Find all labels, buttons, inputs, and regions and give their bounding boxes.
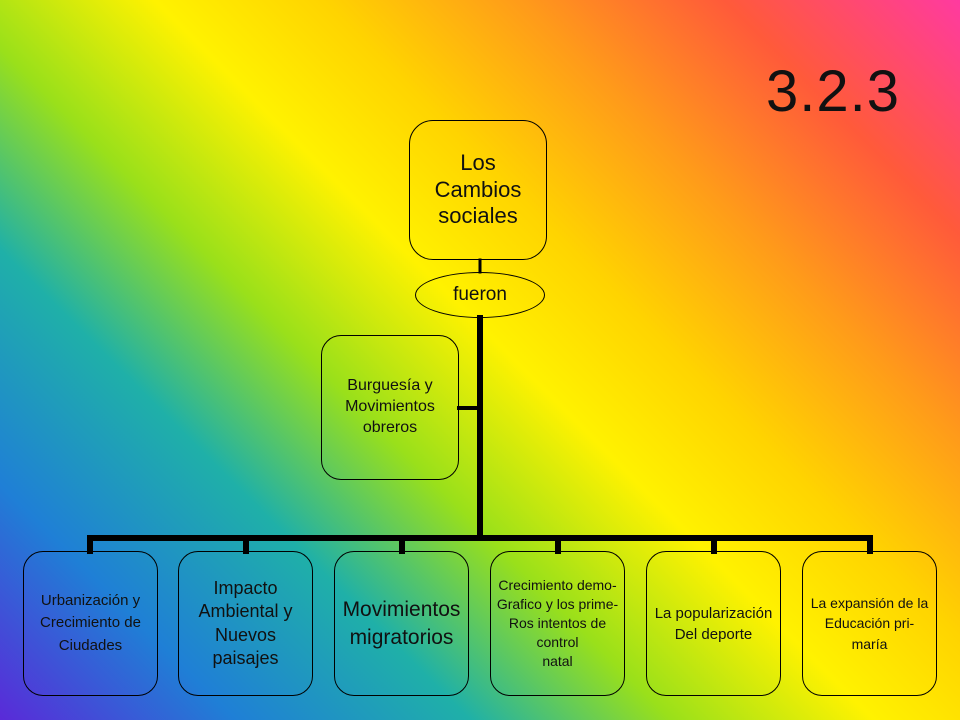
root-node[interactable]: Los Cambios sociales xyxy=(409,120,547,260)
root-node-label: Los Cambios sociales xyxy=(434,150,522,229)
connector-ellipse[interactable]: fueron xyxy=(415,272,545,318)
child-node-urbanizacion[interactable]: Urbanización y Crecimiento de Ciudades xyxy=(23,551,158,696)
side-node-label: Burguesía y Movimientos obreros xyxy=(345,377,435,436)
child-node-label: Crecimiento demo- Grafico y los prime- R… xyxy=(496,577,619,669)
child-node-impacto-ambiental[interactable]: Impacto Ambiental y Nuevos paisajes xyxy=(178,551,313,696)
child-node-movimientos-migratorios[interactable]: Movimientos migratorios xyxy=(334,551,469,696)
side-node[interactable]: Burguesía y Movimientos obreros xyxy=(321,335,459,480)
child-node-label: La expansión de la Educación pri- maría xyxy=(810,595,929,652)
connector-label: fueron xyxy=(453,284,507,305)
child-node-crecimiento-demografico[interactable]: Crecimiento demo- Grafico y los prime- R… xyxy=(490,551,625,696)
slide-number: 3.2.3 xyxy=(766,59,900,124)
child-node-label: Movimientos migratorios xyxy=(342,598,461,649)
child-node-popularizacion-deporte[interactable]: La popularización Del deporte xyxy=(646,551,781,696)
child-node-label: Urbanización y Crecimiento de Ciudades xyxy=(40,591,141,654)
child-node-expansion-educacion[interactable]: La expansión de la Educación pri- maría xyxy=(802,551,937,696)
child-node-label: Impacto Ambiental y Nuevos paisajes xyxy=(198,577,293,668)
child-node-label: La popularización Del deporte xyxy=(654,604,773,643)
